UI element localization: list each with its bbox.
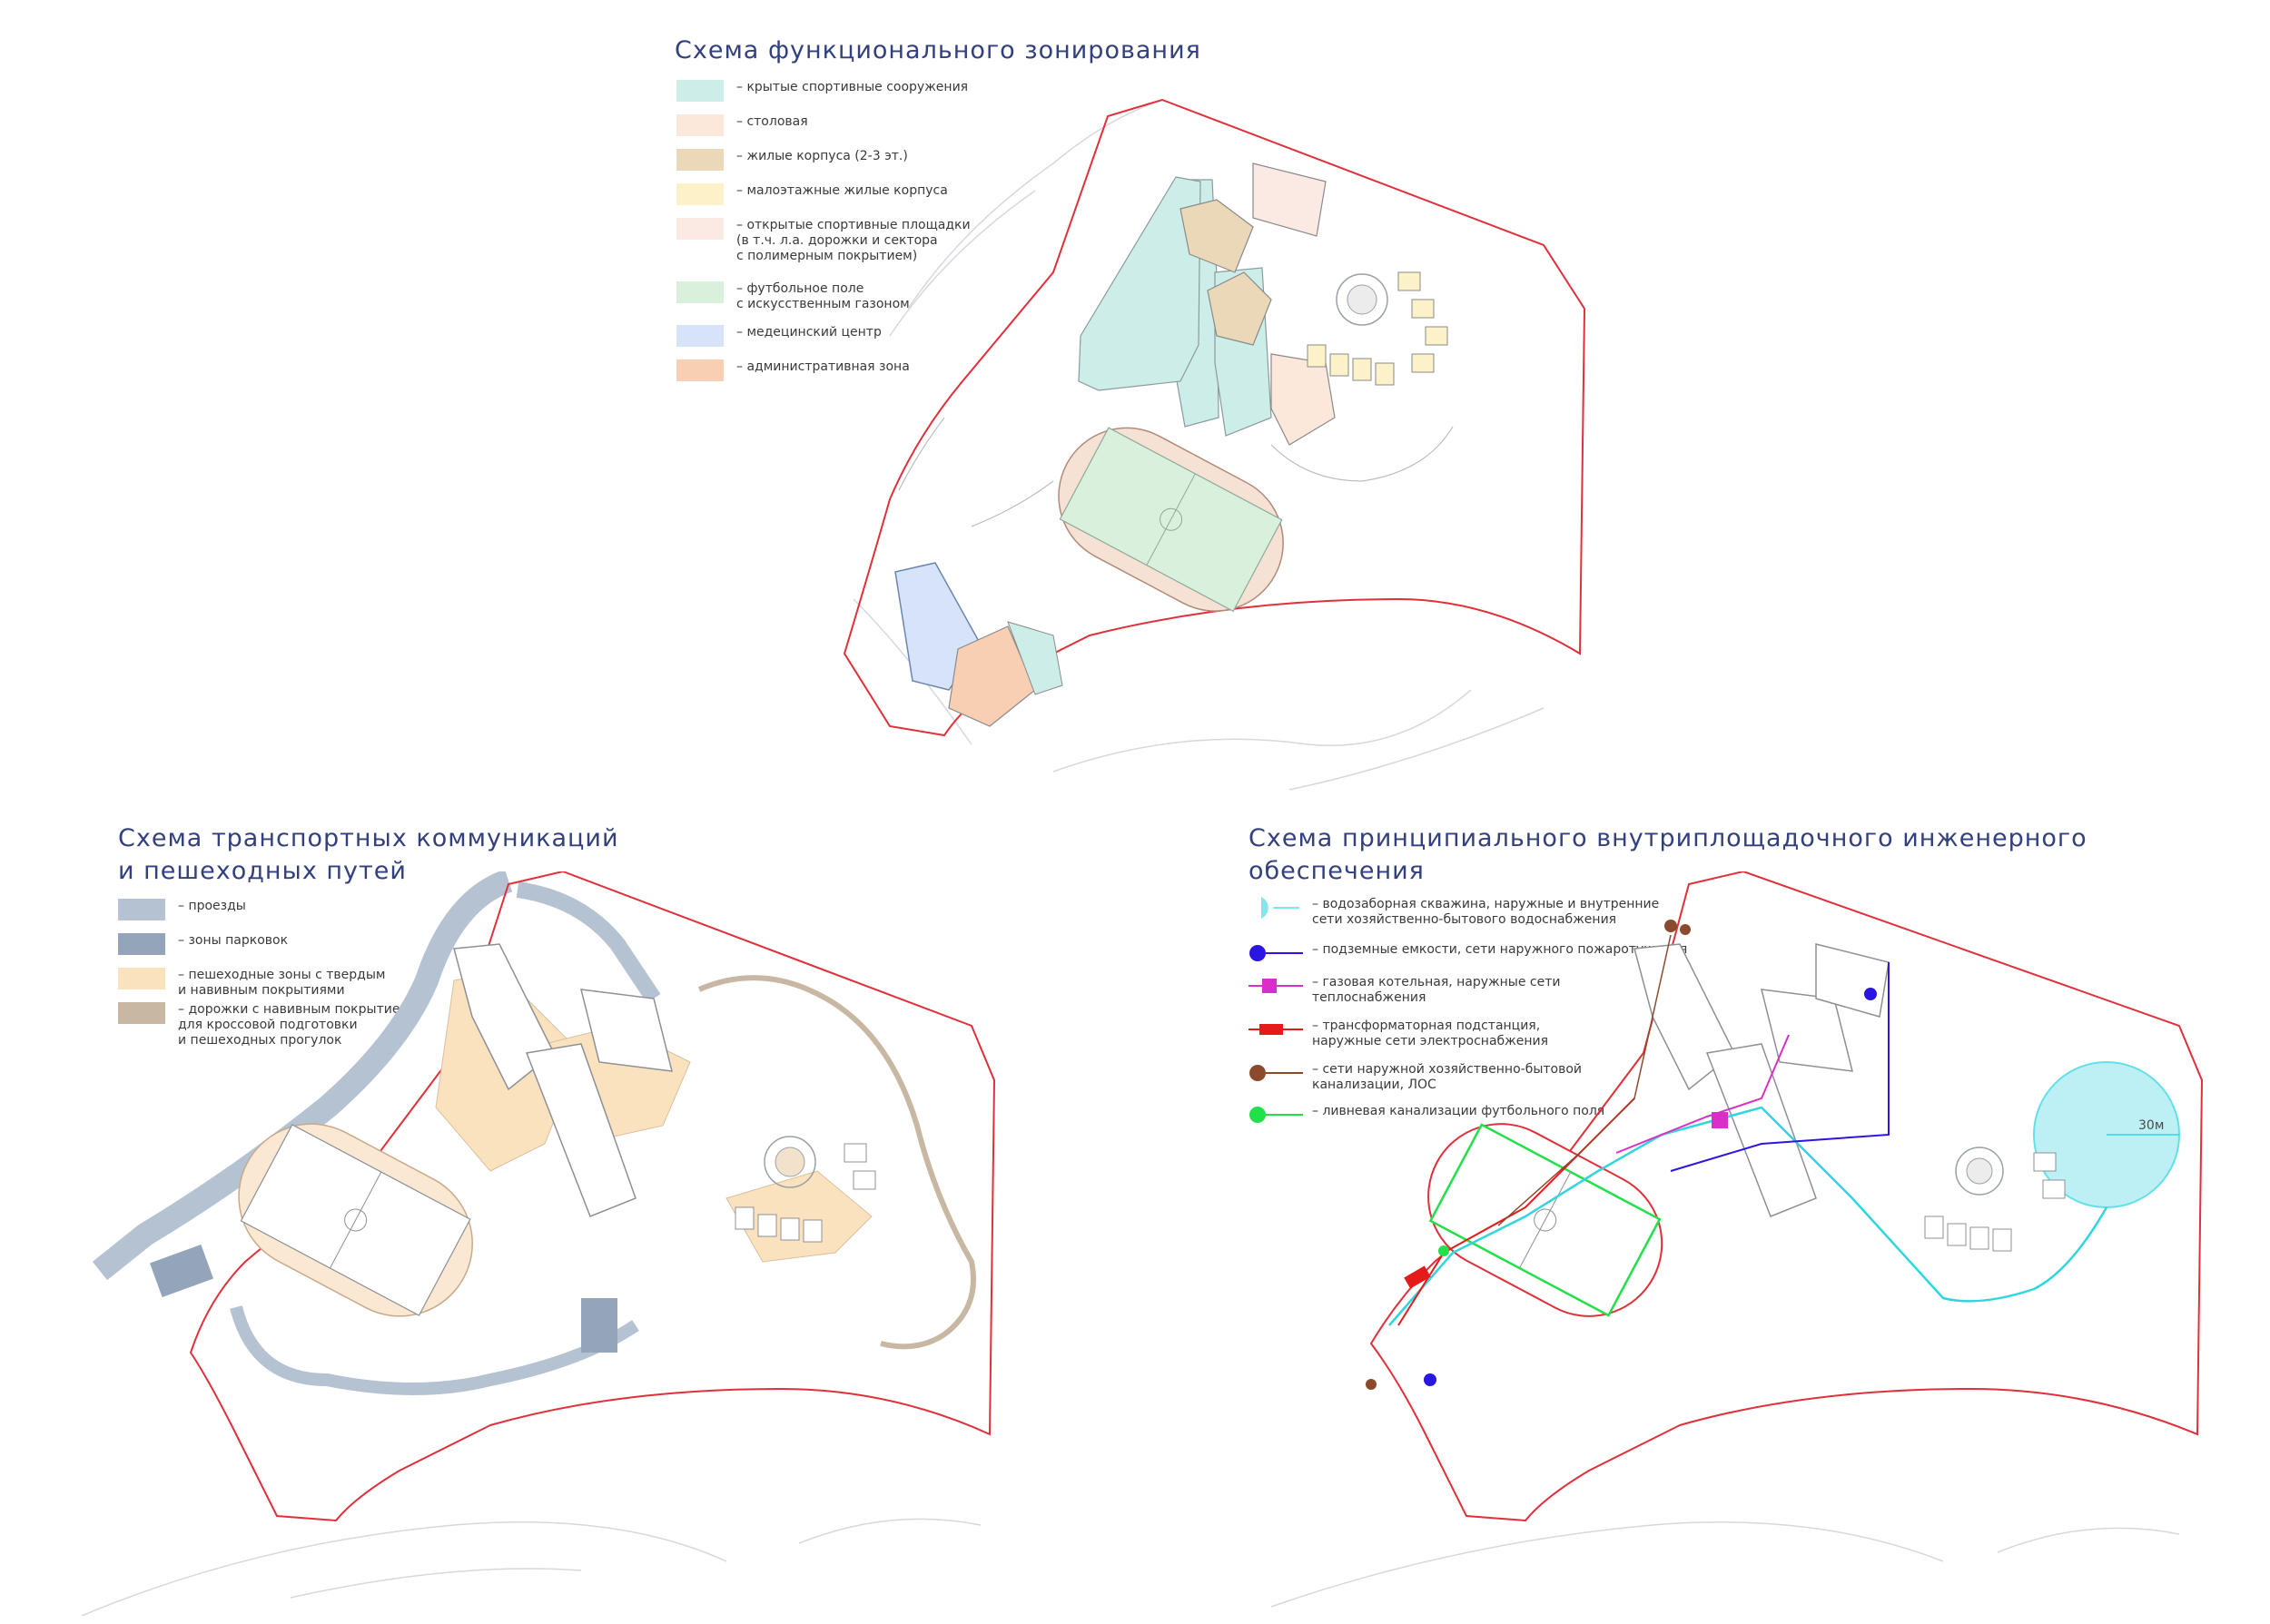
- boiler-icon: [1248, 979, 1303, 993]
- zoning-legend: – крытые спортивные сооружения – столова…: [676, 80, 1003, 389]
- storm-drain-icon: [1249, 1107, 1303, 1123]
- legend-item: – сети наружной хозяйственно-бытовой кан…: [1248, 1062, 1582, 1093]
- admin-zone: [948, 625, 1036, 727]
- parking-zone: [149, 1244, 214, 1298]
- legend-item: – проезды: [118, 899, 246, 920]
- legend-label: – крытые спортивные сооружения: [736, 80, 969, 94]
- legend-label: – малоэтажные жилые корпуса: [736, 183, 948, 198]
- engineering-site-plan: 30м: [1270, 871, 2204, 1608]
- site-boundary: [189, 871, 996, 1522]
- legend-label: – проезды: [178, 899, 246, 913]
- legend-item: – водозаборная скважина, наружные и внут…: [1248, 897, 1659, 928]
- swatch: [676, 114, 724, 136]
- fire-network: [1670, 962, 1890, 1172]
- legend-label: – дорожки с навивным покрытием для кросс…: [178, 1002, 410, 1048]
- legend-item: – подземные емкости, сети наружного пожа…: [1248, 942, 1687, 964]
- legend-label: – сети наружной хозяйственно-бытовой кан…: [1312, 1062, 1583, 1092]
- swatch: [118, 933, 165, 955]
- legend-item: – газовая котельная, наружные сети тепло…: [1248, 975, 1561, 1006]
- dormitory: [1207, 271, 1272, 346]
- sewer-icon: [1249, 1065, 1303, 1081]
- legend-label: – открытые спортивные площадки (в т.ч. л…: [736, 218, 971, 263]
- legend-item: – административная зона: [676, 359, 910, 381]
- legend-item: – дорожки с навивным покрытием для кросс…: [118, 1002, 410, 1048]
- transport-title: Схема транспортных коммуникаций и пешехо…: [118, 824, 619, 885]
- legend-label: – подземные емкости, сети наружного пожа…: [1312, 942, 1688, 957]
- swatch: [676, 183, 724, 205]
- swatch: [118, 968, 165, 989]
- swatch: [676, 359, 724, 381]
- legend-label: – газовая котельная, наружные сети тепло…: [1312, 975, 1561, 1005]
- trail: [697, 975, 976, 1350]
- parking-zone: [581, 1298, 617, 1353]
- swatch: [118, 899, 165, 920]
- low-rise-houses: [1307, 271, 1448, 386]
- legend-label: – столовая: [736, 114, 808, 129]
- legend-label: – зоны парковок: [178, 933, 289, 948]
- legend-label: – футбольное поле с искусственным газоно…: [736, 281, 910, 311]
- legend-label: – ливневая канализации футбольного поля: [1312, 1104, 1605, 1118]
- transport-legend: – проезды – зоны парковок – пешеходные з…: [118, 899, 445, 1062]
- legend-item: – открытые спортивные площадки (в т.ч. л…: [676, 218, 971, 264]
- legend-item: – футбольное поле с искусственным газоно…: [676, 281, 910, 312]
- legend-label: – медецинский центр: [736, 325, 882, 340]
- water-well-icon: [1261, 897, 1299, 919]
- transformer-icon: [1248, 1024, 1303, 1035]
- legend-label: – административная зона: [736, 359, 910, 374]
- open-sports-court: [1252, 162, 1327, 237]
- stadium: [1058, 427, 1284, 613]
- driveway: [516, 881, 661, 1003]
- legend-label: – трансформаторная подстанция, наружные …: [1312, 1019, 1549, 1048]
- driveway: [230, 1305, 639, 1395]
- legend-item: – жилые корпуса (2-3 эт.): [676, 149, 908, 171]
- radius-label: 30м: [2138, 1118, 2164, 1133]
- legend-item: – ливневая канализации футбольного поля: [1248, 1104, 1604, 1126]
- zoning-site-plan: [843, 98, 1586, 791]
- swatch: [676, 80, 724, 102]
- legend-item: – пешеходные зоны с твердым и навивным п…: [118, 968, 385, 999]
- swatch: [676, 149, 724, 171]
- site-boundary: [1369, 871, 2204, 1522]
- admin-zone: [1007, 621, 1063, 695]
- legend-item: – медецинский центр: [676, 325, 882, 347]
- engineering-legend: – водозаборная скважина, наружные и внут…: [1248, 897, 1757, 1133]
- driveway: [92, 871, 513, 1281]
- legend-label: – пешеходные зоны с твердым и навивным п…: [178, 968, 386, 998]
- legend-item: – зоны парковок: [118, 933, 288, 955]
- legend-label: – жилые корпуса (2-3 эт.): [736, 149, 908, 163]
- transport-site-plan: [81, 871, 996, 1616]
- water-network: [1388, 1106, 2108, 1326]
- legend-item: – столовая: [676, 114, 808, 136]
- legend-item: – трансформаторная подстанция, наружные …: [1248, 1019, 1548, 1049]
- fire-tank-icon: [1249, 945, 1303, 961]
- engineering-title: Схема принципиального внутриплощадочного…: [1248, 824, 2087, 885]
- legend-item: – крытые спортивные сооружения: [676, 80, 968, 102]
- legend-item: – малоэтажные жилые корпуса: [676, 183, 948, 205]
- swatch: [676, 218, 724, 240]
- swatch: [676, 281, 724, 303]
- dining-building: [1270, 353, 1336, 446]
- swatch: [676, 325, 724, 347]
- zoning-title: Схема функционального зонирования: [675, 36, 1201, 64]
- heating-network: [1615, 1034, 1790, 1154]
- swatch: [118, 1002, 165, 1024]
- legend-label: – водозаборная скважина, наружные и внут…: [1312, 897, 1660, 927]
- dormitory: [1179, 199, 1254, 273]
- sewer-network: [1497, 934, 1672, 1226]
